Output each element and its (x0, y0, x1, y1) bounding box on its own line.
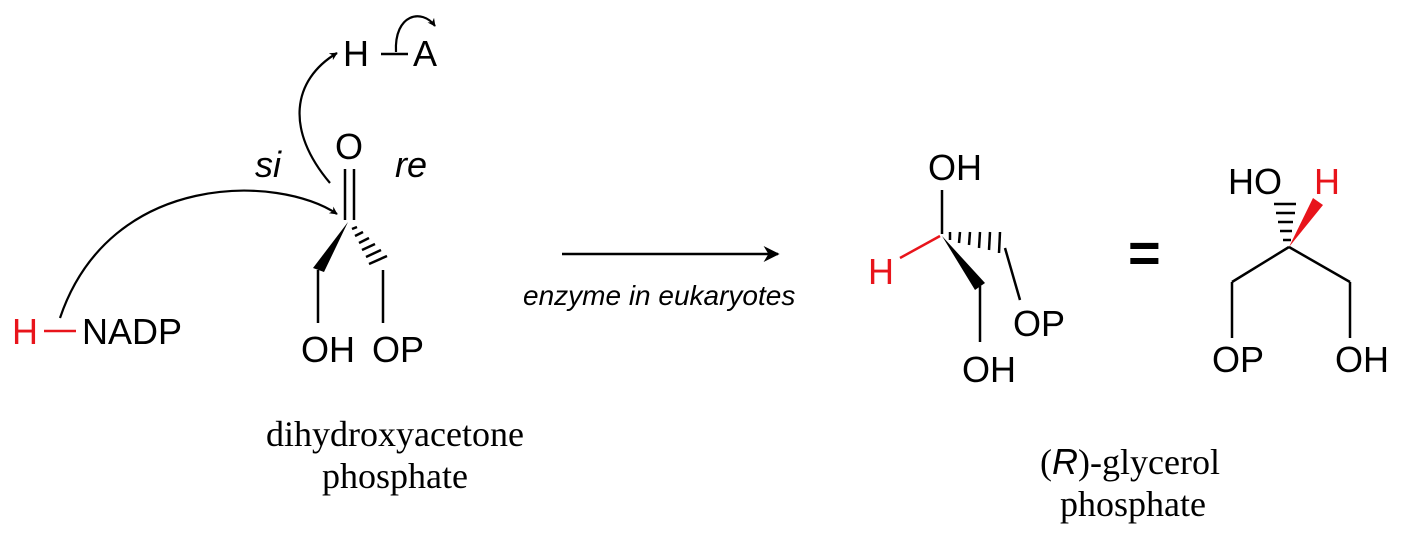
product-b-op: OP (1212, 339, 1264, 380)
re-face-label: re (395, 144, 427, 185)
product-a-ch2-op-bond (1003, 247, 1022, 301)
product-a-wedge-bond (942, 236, 985, 290)
dhap-structure: O OH OP dihydroxyacetone phosphate (266, 126, 524, 496)
product-a-oh-top: OH (928, 147, 982, 188)
hashed-bond (351, 225, 388, 266)
carbonyl-oxygen: O (335, 126, 363, 167)
product-name-rest: )-glycerol (1078, 442, 1220, 482)
reaction-condition: enzyme in eukaryotes (523, 280, 795, 311)
acid-a: A (413, 33, 437, 74)
product-b-left-bond (1231, 245, 1290, 284)
product-b-wedge-bond (1289, 198, 1323, 247)
equals-sign: = (1128, 221, 1161, 284)
product-b-h: H (1314, 161, 1340, 202)
product-b-hashed-bond (1274, 202, 1296, 242)
substrate-op: OP (372, 329, 424, 370)
nadph-group: H NADP (12, 311, 182, 352)
product-name-line1: (R)-glycerol (1040, 441, 1220, 482)
product-a-h: H (868, 251, 894, 292)
substrate-oh: OH (301, 329, 355, 370)
hydride-attack-arrow (58, 189, 338, 319)
product-b-ho: HO (1228, 161, 1282, 202)
product-name-r: R (1052, 441, 1078, 482)
nadph-hydride-h: H (12, 311, 38, 352)
acid-h: H (343, 33, 369, 74)
protonation-arrow (298, 52, 338, 184)
si-face-label: si (255, 144, 282, 185)
product-b-oh: OH (1335, 339, 1389, 380)
product-b-right-bond (1288, 245, 1351, 284)
acid-bond-arrow (394, 15, 436, 53)
product-structure-b: HO H OP OH (1212, 161, 1389, 380)
product-name-line2: phosphate (1060, 484, 1206, 524)
nadp-label: NADP (82, 311, 182, 352)
product-structure-a: OH H OP OH (868, 147, 1065, 390)
acid-group: H A (343, 33, 437, 74)
product-a-oh-bottom: OH (962, 349, 1016, 390)
substrate-name-line2: phosphate (322, 456, 468, 496)
product-a-c-h-bond (899, 234, 941, 260)
substrate-name-line1: dihydroxyacetone (266, 414, 524, 454)
product-a-hashed-bond (948, 231, 1002, 254)
wedge-bond (313, 222, 348, 272)
product-a-op: OP (1013, 303, 1065, 344)
